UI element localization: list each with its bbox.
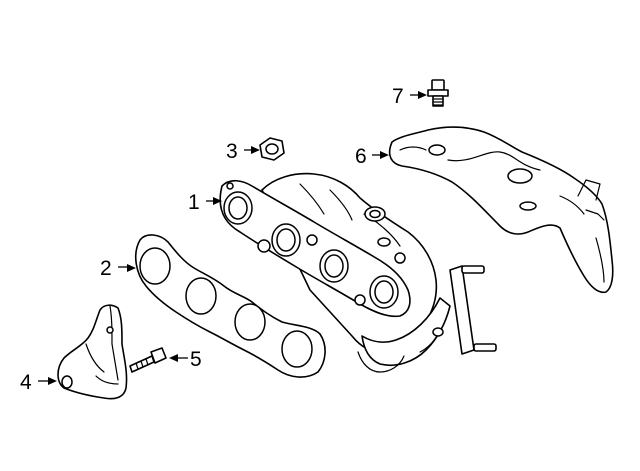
callout-4: 4 [20, 371, 32, 394]
bracket-part [57, 304, 128, 400]
exhaust-manifold-part [219, 172, 497, 373]
callout-1: 1 [188, 191, 200, 214]
callout-leaders [38, 91, 427, 385]
heat-shield-part [388, 126, 614, 294]
bolt-part-7 [427, 79, 449, 107]
bolt-part-5 [129, 347, 167, 373]
callout-2: 2 [100, 257, 112, 280]
callout-5: 5 [190, 348, 202, 371]
callout-7: 7 [392, 85, 404, 108]
nut-part-3 [259, 137, 285, 161]
callout-6: 6 [355, 145, 367, 168]
callout-3: 3 [226, 140, 238, 163]
gasket-part [134, 234, 326, 378]
